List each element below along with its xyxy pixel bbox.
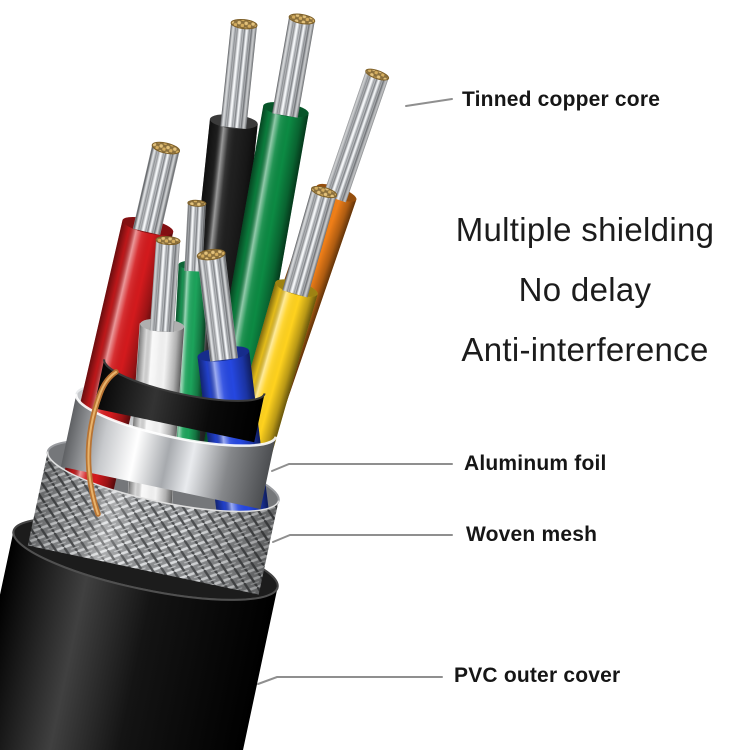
leader-lines bbox=[257, 98, 453, 685]
black-wire-strand-end bbox=[230, 18, 258, 30]
leader-line-woven-mesh bbox=[272, 534, 453, 543]
pvc-jacket-layer bbox=[0, 531, 278, 750]
leader-line-aluminum-foil bbox=[271, 463, 453, 472]
label-aluminum-foil: Aluminum foil bbox=[464, 452, 607, 475]
yellow-wire-strand-end bbox=[311, 185, 338, 199]
red-wire-strand-end bbox=[151, 141, 181, 155]
copper-drain-wire bbox=[85, 369, 119, 517]
leader-line-tinned-copper-core bbox=[405, 98, 453, 107]
label-woven-mesh: Woven mesh bbox=[466, 523, 598, 546]
orange-wire-strand-end bbox=[365, 68, 390, 81]
label-tinned-copper-core: Tinned copper core bbox=[462, 88, 661, 111]
blue-wire-strand-end bbox=[196, 248, 226, 261]
headline-line-2: No delay bbox=[518, 271, 652, 308]
label-pvc-outer-cover: PVC outer cover bbox=[454, 664, 621, 687]
white-wire-strand-end bbox=[155, 235, 181, 246]
headline-line-3: Anti-interference bbox=[461, 331, 709, 368]
headline-text: Multiple shielding No delay Anti-interfe… bbox=[425, 200, 745, 380]
green-wire-strand-end bbox=[288, 13, 316, 25]
headline-line-1: Multiple shielding bbox=[455, 211, 715, 248]
leader-line-pvc-outer-cover bbox=[257, 676, 443, 685]
inner-wrap-layer bbox=[93, 359, 265, 443]
small-green-wire-strand-end bbox=[187, 199, 207, 207]
aluminum-foil-layer bbox=[60, 394, 276, 510]
